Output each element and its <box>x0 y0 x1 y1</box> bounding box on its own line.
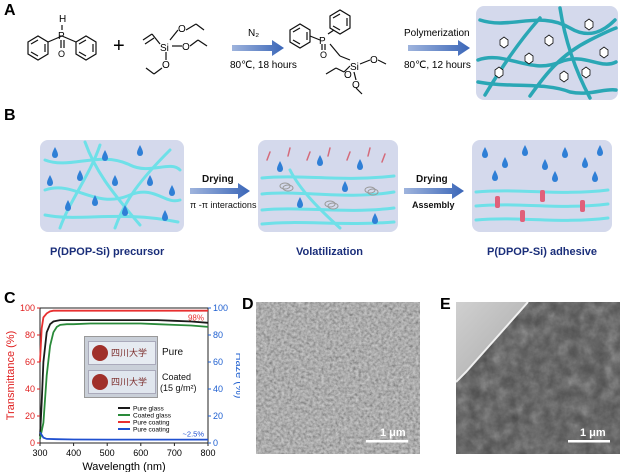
legend-label-2: Pure coating <box>133 420 170 427</box>
series-line-1 <box>39 322 209 440</box>
panel-a-scheme: H P O + Si O O O N₂ 80℃, 18 hours P O Si <box>27 6 618 100</box>
volatilization-caption: Volatilization <box>296 246 364 258</box>
legend-label-3: Pure coating <box>133 427 170 434</box>
phenyl-ring-left <box>27 35 49 61</box>
step2-condition-bottom: 80℃, 12 hours <box>404 60 471 71</box>
y-left-tick-label: 100 <box>20 303 35 313</box>
pure-glass-photo: 四川大学 <box>88 341 156 365</box>
annotation-98-percent: 98% <box>188 314 204 323</box>
series-line-2 <box>39 309 208 363</box>
y-right-tick-label: 100 <box>213 303 228 313</box>
process-arrow-2-top-label: Drying <box>416 174 448 185</box>
scalebar-e-text: 1 μm <box>580 427 606 439</box>
process-arrow-1-top-label: Drying <box>202 174 234 185</box>
y-left-tick-label: 80 <box>25 330 35 340</box>
precursor-fibers <box>43 140 182 230</box>
x-axis-label: Wavelength (nm) <box>82 461 165 472</box>
product-p-atom: P <box>319 36 326 47</box>
product-si-atom: Si <box>350 62 359 73</box>
coated-glass-photo: 四川大学 <box>88 370 156 394</box>
step2-condition-top: Polymerization <box>404 28 470 39</box>
x-tick-label: 800 <box>200 448 215 458</box>
reagent-o-right: O <box>182 42 190 53</box>
reagent-p-atom: P <box>58 31 65 42</box>
process-arrow-1-bottom-label: π -π interactions <box>190 200 257 210</box>
y-right-tick-label: 40 <box>213 384 223 394</box>
polymer-network-phenyl-groups <box>494 18 609 83</box>
process-arrow-1 <box>190 183 250 199</box>
dpop-si-structure <box>289 9 387 95</box>
pi-stacking-rings <box>279 182 379 210</box>
x-tick-label: 400 <box>66 448 81 458</box>
legend-label-1: Coated glass <box>133 413 172 420</box>
y-right-tick-label: 60 <box>213 357 223 367</box>
scalebar-d-line <box>366 440 408 443</box>
volatilization-fibers <box>260 168 396 230</box>
reagent-o-bottom: O <box>162 60 170 71</box>
y-left-axis-label: Transmittance (%) <box>5 331 17 420</box>
step1-condition-top: N₂ <box>248 28 259 39</box>
inset-label-coated-density: (15 g/m²) <box>160 383 197 393</box>
product-o-left: O <box>344 70 352 81</box>
panel-b-schematic <box>40 140 612 232</box>
x-tick-label: 500 <box>100 448 115 458</box>
process-arrow-2 <box>404 183 464 199</box>
university-logo-text-2: 四川大学 <box>111 378 148 388</box>
inset-label-coated: Coated <box>162 372 192 382</box>
sem-image-e <box>456 302 620 454</box>
adhesive-caption: P(DPOP-Si) adhesive <box>487 246 598 258</box>
diphenylphosphine-oxide-structure <box>27 25 97 61</box>
sem-image-d <box>256 302 420 454</box>
x-tick-label: 600 <box>133 448 148 458</box>
y-right-axis-label: Haze (%) <box>233 353 240 399</box>
polymer-network-box <box>476 6 618 100</box>
scalebar-d-text: 1 μm <box>380 427 406 439</box>
vinyltriethoxysilane-structure <box>142 23 208 75</box>
reagent-h-atom: H <box>59 14 66 25</box>
product-o-atom: O <box>320 50 327 60</box>
reaction-arrow-1 <box>232 40 284 56</box>
university-logo <box>92 345 108 361</box>
precursor-caption: P(DPOP-Si) precursor <box>50 246 165 258</box>
product-o-bottom: O <box>352 80 360 91</box>
panel-e-label: E <box>440 296 451 313</box>
university-logo-text: 四川大学 <box>111 349 148 359</box>
panel-d-label: D <box>242 296 254 313</box>
series-line-0 <box>39 319 209 437</box>
panel-a-label: A <box>4 2 16 19</box>
product-o-right: O <box>370 55 378 66</box>
plot-frame <box>39 307 209 444</box>
sample-photo-inset: 四川大学 四川大学 <box>84 336 158 398</box>
series-line-3 <box>39 431 208 441</box>
reagent-o-top: O <box>178 24 186 35</box>
scalebar-e-line <box>568 440 610 443</box>
y-right-tick-label: 80 <box>213 330 223 340</box>
step1-condition-bottom: 80℃, 18 hours <box>230 60 297 71</box>
y-left-tick-label: 60 <box>25 357 35 367</box>
x-tick-label: 300 <box>32 448 47 458</box>
y-right-tick-label: 0 <box>213 438 218 448</box>
phenyl-ring-right <box>75 35 97 61</box>
reagent-si-atom: Si <box>160 43 169 54</box>
panel-c-label: C <box>4 290 16 307</box>
reagent-o-atom: O <box>58 49 65 59</box>
legend-label-0: Pure glass <box>133 406 164 413</box>
y-left-tick-label: 0 <box>30 438 35 448</box>
y-left-tick-label: 20 <box>25 411 35 421</box>
annotation-2-5-percent: ~2.5% <box>183 430 205 439</box>
volatilization-vapor <box>266 147 386 163</box>
y-left-tick-label: 40 <box>25 384 35 394</box>
university-logo-2 <box>92 374 108 390</box>
y-right-tick-label: 20 <box>213 411 223 421</box>
process-arrow-2-bottom-label: Assembly <box>412 200 455 210</box>
reaction-arrow-2 <box>408 40 470 56</box>
adhesive-crosslinks <box>495 190 585 222</box>
panel-b-label: B <box>4 107 16 124</box>
inset-label-pure: Pure <box>162 347 184 358</box>
x-tick-label: 700 <box>167 448 182 458</box>
polymer-network-fibers <box>476 6 618 100</box>
plus-sign: + <box>113 35 125 57</box>
